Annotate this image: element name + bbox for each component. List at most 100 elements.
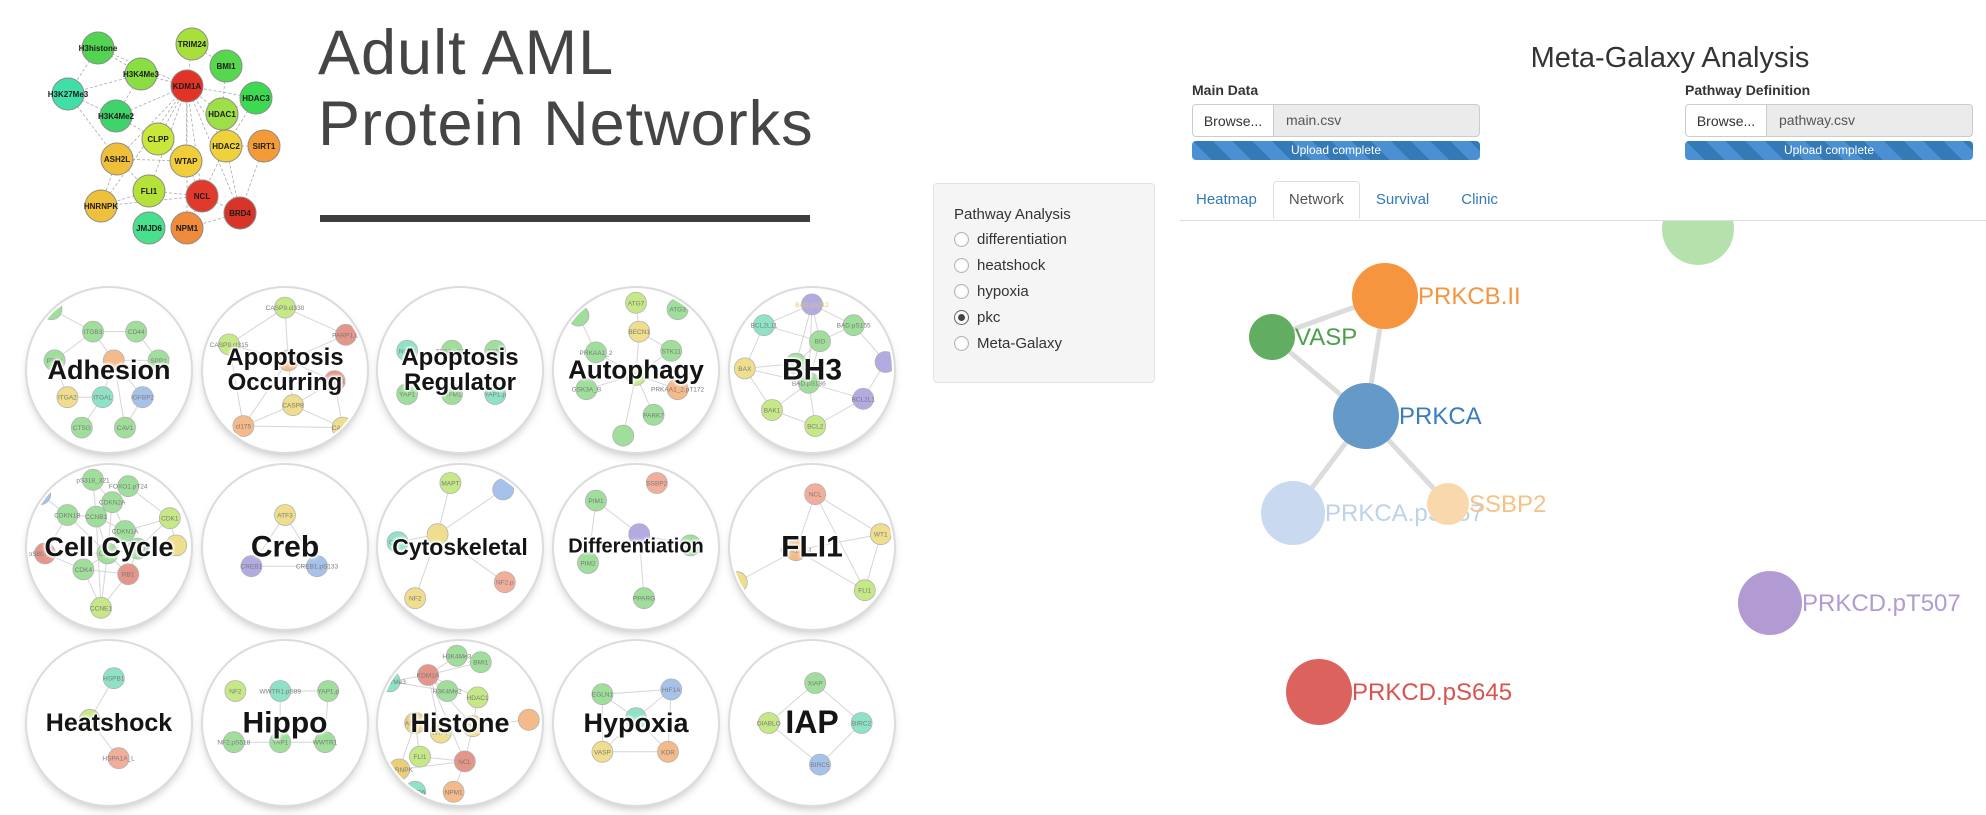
svg-text:pS318_321: pS318_321 xyxy=(76,477,110,484)
svg-text:NF2: NF2 xyxy=(229,689,242,696)
logo-node-KDM1A xyxy=(170,69,204,103)
thumbnail-label: Creb xyxy=(250,530,320,564)
pathway-thumbnail-histone[interactable]: H3K4Me3KDM1ABMI1H3K27Me3H3K4Me2HDAC1ASH2… xyxy=(380,643,540,803)
logo-node-label: BRD4 xyxy=(229,209,251,218)
thumbnail-label: Adhesion xyxy=(47,354,171,385)
main-data-filename-field[interactable]: main.csv xyxy=(1274,104,1480,137)
network-node-unlabeled[interactable] xyxy=(1662,221,1734,265)
tab-link-heatmap[interactable]: Heatmap xyxy=(1196,191,1257,208)
svg-text:WT1: WT1 xyxy=(874,532,888,539)
svg-text:WWTR1.pS89: WWTR1.pS89 xyxy=(259,689,301,696)
svg-text:CD44: CD44 xyxy=(128,329,145,336)
svg-text:BIRC2: BIRC2 xyxy=(852,721,872,728)
svg-text:CREB1.pS133: CREB1.pS133 xyxy=(296,564,339,571)
svg-text:CREB1: CREB1 xyxy=(241,564,263,571)
network-node-PRKCD.pS645[interactable] xyxy=(1286,659,1352,725)
pkc-network-plot[interactable]: PRKCB.IIVASPPRKCAPRKCA.pS657SSBP2PRKCD.p… xyxy=(1180,221,1986,815)
network-node-PRKCB.II[interactable] xyxy=(1352,263,1418,329)
network-node-SSBP2[interactable] xyxy=(1427,483,1469,525)
radio-circle[interactable] xyxy=(954,310,969,325)
thumbnail-label: FLI1 xyxy=(781,530,843,564)
svg-text:PPARG: PPARG xyxy=(633,596,655,603)
svg-text:MAPT: MAPT xyxy=(441,481,459,488)
svg-text:PRKAA1_2.pT172: PRKAA1_2.pT172 xyxy=(651,387,705,394)
tab-link-network[interactable]: Network xyxy=(1272,181,1360,219)
logo-node-BMI1 xyxy=(209,49,243,83)
tab-link-survival[interactable]: Survival xyxy=(1375,191,1430,208)
svg-text:BECN1: BECN1 xyxy=(628,329,650,336)
svg-text:NF2.pS518: NF2.pS518 xyxy=(217,740,250,747)
svg-text:KDR: KDR xyxy=(661,749,675,756)
tab-link-clinic[interactable]: Clinic xyxy=(1461,191,1498,208)
network-node-VASP[interactable] xyxy=(1249,314,1295,360)
svg-text:NPM1.pS4: NPM1.pS4 xyxy=(780,548,812,555)
svg-text:PIM1: PIM1 xyxy=(588,498,604,505)
svg-text:SSBP2: SSBP2 xyxy=(646,481,667,488)
svg-text:HIF1A: HIF1A xyxy=(662,687,681,694)
svg-text:SPP1: SPP1 xyxy=(150,358,167,365)
radio-circle[interactable] xyxy=(954,258,969,273)
radio-option-pkc[interactable]: pkc xyxy=(954,309,1154,326)
svg-text:TP53.pS15: TP53.pS15 xyxy=(436,348,469,355)
logo-node-H3K4Me2 xyxy=(99,99,133,133)
svg-text:FLI1: FLI1 xyxy=(413,754,426,761)
network-node-PRKCD.pT507[interactable] xyxy=(1738,571,1802,635)
pathway-definition-filename-field[interactable]: pathway.csv xyxy=(1767,104,1973,137)
svg-text:ATF3: ATF3 xyxy=(277,513,293,520)
tab-network[interactable]: Network xyxy=(1272,181,1360,221)
svg-text:ITGA2: ITGA2 xyxy=(58,395,77,402)
tab-survival[interactable]: Survival xyxy=(1360,181,1445,221)
radio-circle[interactable] xyxy=(954,232,969,247)
svg-text:BAD.pS112: BAD.pS112 xyxy=(795,302,829,309)
radio-option-meta-galaxy[interactable]: Meta-Galaxy xyxy=(954,335,1154,352)
thumbnail-label: IAP xyxy=(785,704,839,741)
radio-circle[interactable] xyxy=(954,336,969,351)
logo-node-BRD4 xyxy=(223,196,257,230)
logo-edge xyxy=(116,85,188,160)
network-node-label-SSBP2: SSBP2 xyxy=(1469,491,1546,518)
page-title-line2: Protein Networks xyxy=(318,89,814,160)
radio-option-differentiation[interactable]: differentiation xyxy=(954,231,1154,248)
network-node-label-PRKCA: PRKCA xyxy=(1399,403,1482,430)
pathway-panel-title: Pathway Analysis xyxy=(954,206,1071,223)
thumbnail-label: Histone xyxy=(410,707,510,738)
title-underline xyxy=(320,215,810,222)
radio-label: Meta-Galaxy xyxy=(977,335,1063,352)
logo-edge xyxy=(148,190,203,197)
pathway-definition-browse-button[interactable]: Browse... xyxy=(1685,104,1767,137)
logo-node-HDAC3 xyxy=(239,81,273,115)
svg-text:pS807_811: pS807_811 xyxy=(29,551,62,558)
logo-node-SIRT1 xyxy=(247,129,281,163)
meta-galaxy-title: Meta-Galaxy Analysis xyxy=(1530,42,1810,74)
radio-option-hypoxia[interactable]: hypoxia xyxy=(954,283,1154,300)
tab-clinic[interactable]: Clinic xyxy=(1445,181,1514,221)
network-node-PRKCA[interactable] xyxy=(1333,383,1399,449)
network-node-PRKCA.pS657[interactable] xyxy=(1261,481,1325,545)
main-data-browse-button[interactable]: Browse... xyxy=(1192,104,1274,137)
svg-text:CASP8: CASP8 xyxy=(282,403,304,410)
svg-text:YAP1.p: YAP1.p xyxy=(484,392,506,399)
pathway-analysis-panel: Pathway Analysis differentiation heatshoc… xyxy=(933,183,1155,383)
radio-circle[interactable] xyxy=(954,284,969,299)
radio-option-heatshock[interactable]: heatshock xyxy=(954,257,1154,274)
tab-heatmap[interactable]: Heatmap xyxy=(1180,181,1273,221)
svg-text:BAK1: BAK1 xyxy=(764,408,781,415)
